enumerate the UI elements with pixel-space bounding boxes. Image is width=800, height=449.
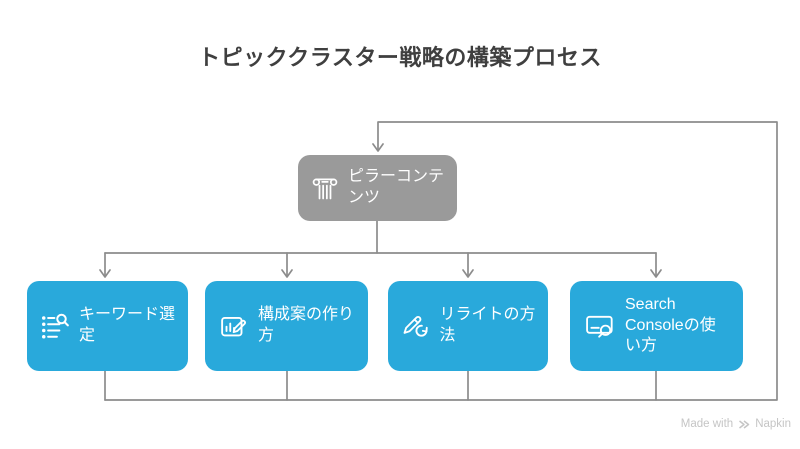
cluster-label: Search Consoleの使い方 [625,295,716,355]
cluster-label: 構成案の作り方 [258,306,355,344]
cluster-label: キーワード選定 [79,306,176,344]
napkin-logo-icon [738,419,750,430]
diagram-title: トピッククラスター戦略の構築プロセス [198,45,602,70]
cluster-node-search-console: Search Consoleの使い方 [570,281,743,371]
pillar-column-icon [311,174,339,202]
cluster-node-outline-creation: 構成案の作り方 [205,281,368,371]
monitor-search-icon [584,311,616,341]
cluster-node-rewrite-method: リライトの方法 [388,281,548,371]
pillar-content-label: ピラーコンテンツ [348,168,445,206]
list-search-icon [40,311,70,341]
cluster-label: リライトの方法 [439,306,536,344]
made-with-napkin-watermark: Made with Napkin [681,418,791,430]
chart-pencil-icon [219,311,249,341]
pencil-refresh-icon [401,311,431,341]
watermark-brand: Napkin [755,418,791,430]
pillar-content-node: ピラーコンテンツ [298,155,457,221]
cluster-node-keyword-selection: キーワード選定 [27,281,188,371]
watermark-prefix: Made with [680,418,734,430]
